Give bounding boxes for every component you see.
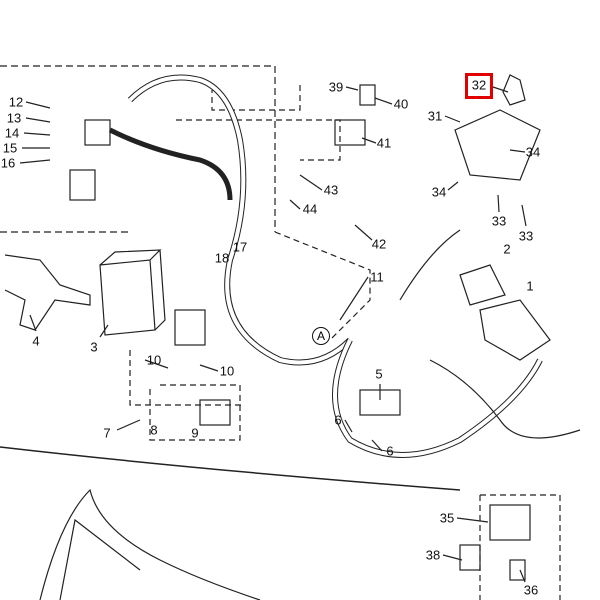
callout-1[interactable]: 1 [526,278,534,294]
callout-3[interactable]: 3 [90,339,98,355]
callout-4[interactable]: 4 [32,333,40,349]
callout-10[interactable]: 10 [219,363,235,379]
callout-5[interactable]: 5 [375,366,383,382]
callout-36[interactable]: 36 [523,582,539,598]
callout-15[interactable]: 15 [2,140,18,156]
callout-14[interactable]: 14 [4,125,20,141]
callout-34[interactable]: 34 [525,144,541,160]
group-outline [0,65,276,233]
callout-10[interactable]: 10 [146,352,162,368]
callout-13[interactable]: 13 [6,110,22,126]
section-divider [0,446,461,491]
callout-6[interactable]: 6 [386,443,394,459]
callout-32[interactable]: 32 [471,77,487,93]
callout-18[interactable]: 18 [214,250,230,266]
callout-16[interactable]: 16 [0,155,16,171]
callout-2[interactable]: 2 [503,241,511,257]
callout-42[interactable]: 42 [371,236,387,252]
callout-12[interactable]: 12 [8,94,24,110]
callout-31[interactable]: 31 [427,108,443,124]
callout-7[interactable]: 7 [103,425,111,441]
callout-39[interactable]: 39 [328,79,344,95]
callout-40[interactable]: 40 [393,96,409,112]
highlight-box [465,73,493,99]
callout-8[interactable]: 8 [150,422,158,438]
callout-44[interactable]: 44 [302,201,318,217]
callout-35[interactable]: 35 [439,510,455,526]
callout-9[interactable]: 9 [191,425,199,441]
callout-33[interactable]: 33 [491,213,507,229]
callout-11[interactable]: 11 [370,269,384,285]
callout-34[interactable]: 34 [431,184,447,200]
callout-33[interactable]: 33 [518,228,534,244]
callout-17[interactable]: 17 [232,239,248,255]
callout-41[interactable]: 41 [376,135,392,151]
callout-6[interactable]: 6 [334,412,342,428]
callout-38[interactable]: 38 [425,547,441,563]
connection-marker-a[interactable]: A [312,327,330,345]
callout-43[interactable]: 43 [323,182,339,198]
